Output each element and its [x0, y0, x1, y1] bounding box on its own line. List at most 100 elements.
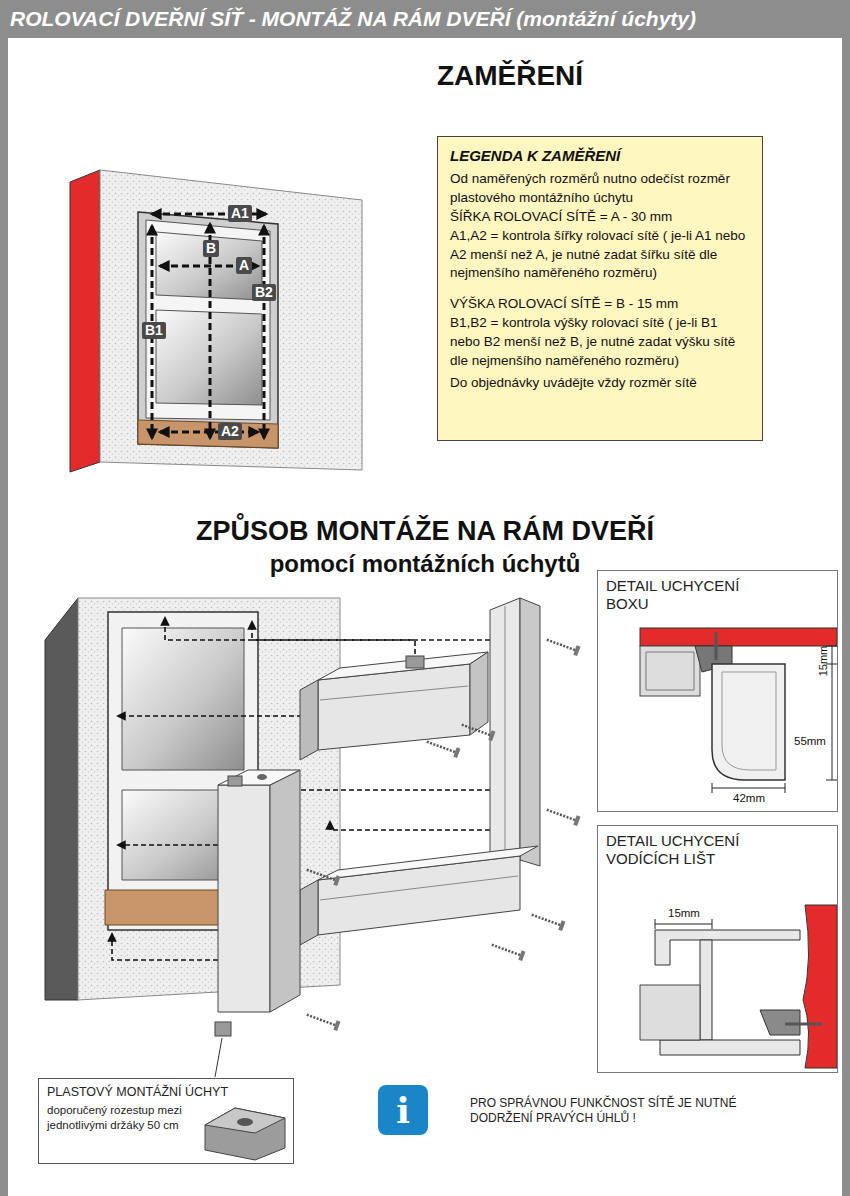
screw — [492, 945, 520, 955]
screw — [573, 815, 580, 826]
clip-drawing — [205, 1108, 285, 1160]
vertical-box — [218, 785, 270, 1012]
vertical-box — [215, 1022, 231, 1036]
clip-drawing — [205, 1108, 285, 1160]
guide-rail — [505, 606, 506, 866]
assembly-leader — [330, 822, 490, 830]
dimension-letter: A1 — [228, 205, 252, 222]
dimension-value: 15mm — [668, 907, 700, 919]
dimension-line — [785, 783, 786, 793]
bottom-rail — [318, 846, 538, 880]
screw — [488, 730, 495, 741]
clip-heading: PLASTOVÝ MONTÁŽNÍ ÚCHYT — [47, 1085, 285, 1099]
detail-heading: DETAIL UCHYCENÍ VODÍCÍCH LIŠT — [606, 832, 776, 868]
box-profile — [318, 652, 488, 680]
vertical-box — [257, 774, 267, 780]
legend-text: B1,B2 = kontrola výšky rolovací sítě ( j… — [450, 314, 750, 371]
wall-illustration — [100, 170, 362, 470]
detail-box: DETAIL UCHYCENÍ BOXU15mm55mm42mm — [597, 570, 838, 812]
rail-detail-drawing — [660, 1040, 800, 1055]
bottom-rail — [320, 876, 518, 900]
legend-heading: LEGENDA K ZAMĚŘENÍ — [450, 147, 750, 164]
legend-text: Do objednávky uvádějte vždy rozměr sítě — [450, 374, 750, 393]
legend-text: A1,A2 = kontrola šířky rolovací sítě ( j… — [450, 227, 750, 284]
screw — [460, 720, 495, 741]
box-detail-drawing — [640, 628, 837, 780]
box-detail-drawing — [722, 672, 776, 770]
dimension-line — [655, 919, 656, 929]
screw — [547, 640, 575, 650]
legend-text: ŠÍŘKA ROLOVACÍ SÍTĚ = A - 30 mm — [450, 208, 750, 227]
wall-illustration — [156, 232, 262, 300]
dimension-line — [832, 646, 833, 780]
legend-text: Od naměřených rozměrů nutno odečíst rozm… — [450, 170, 750, 208]
screw — [532, 915, 560, 925]
detail-box: DETAIL UCHYCENÍ VODÍCÍCH LIŠT 15mm — [597, 825, 838, 1073]
clip-text: doporučený rozestup mezi jednotlivými dr… — [47, 1103, 197, 1133]
assembly-leader — [112, 934, 218, 960]
dimension-letter: B1 — [142, 322, 166, 339]
wall-illustration — [122, 628, 244, 770]
screw — [305, 635, 580, 1031]
box-detail-drawing — [712, 664, 785, 780]
vertical-box — [215, 770, 300, 1036]
dimension-line — [712, 783, 713, 793]
wall-illustration — [146, 220, 270, 420]
dimension-line — [655, 919, 712, 929]
page-frame — [8, 38, 842, 1196]
screw — [558, 920, 565, 931]
screw — [307, 1015, 335, 1025]
info-icon: i — [378, 1085, 428, 1135]
dimension-line — [712, 919, 713, 929]
measure-arrow — [152, 214, 266, 438]
leader-line — [215, 1038, 222, 1077]
dimension-line — [712, 788, 785, 789]
screw — [545, 805, 580, 826]
section-heading: ZAMĚŘENÍ — [360, 60, 660, 92]
assembly-leader — [118, 715, 318, 717]
rail-detail-drawing — [803, 905, 837, 1068]
section-subheading: pomocí montážních úchytů — [0, 550, 850, 578]
screw — [573, 645, 580, 656]
guide-rail — [490, 598, 540, 872]
wall-illustration — [70, 170, 100, 472]
box-detail-drawing — [640, 628, 837, 646]
box-profile — [406, 656, 424, 668]
wall-illustration — [78, 598, 340, 1000]
vertical-box — [270, 770, 300, 1012]
screw — [307, 870, 335, 880]
dimension-line — [712, 646, 838, 793]
rail-detail-drawing — [655, 930, 800, 965]
screw — [427, 742, 455, 752]
detail-heading: DETAIL UCHYCENÍ BOXU — [606, 577, 776, 613]
clip-drawing — [205, 1108, 285, 1133]
guide-rail — [520, 598, 540, 866]
screw — [305, 1010, 340, 1031]
rail-detail-drawing — [640, 985, 700, 1040]
dimension-letter: A — [236, 257, 252, 274]
screw — [490, 940, 525, 961]
screw — [518, 950, 525, 961]
box-profile — [470, 652, 488, 735]
box-profile — [320, 686, 468, 700]
dimension-value: 42mm — [733, 792, 765, 804]
note-text: PRO SPRÁVNOU FUNKČNOST SÍTĚ JE NUTNÉ DOD… — [470, 1096, 780, 1126]
dimension-line — [826, 780, 838, 781]
clip-drawing — [237, 1118, 253, 1126]
icon-glyph: i — [396, 1090, 410, 1130]
rail-detail-drawing — [700, 940, 712, 1040]
box-detail-drawing — [715, 632, 718, 660]
screw — [547, 810, 575, 820]
screw — [545, 635, 580, 656]
box-profile — [300, 680, 318, 760]
vertical-box — [218, 770, 300, 785]
guide-rail — [490, 598, 520, 872]
rail-detail-drawing — [785, 1023, 822, 1026]
box-detail-drawing — [646, 652, 694, 690]
screw — [462, 725, 490, 735]
dimension-letter: B2 — [252, 284, 276, 301]
section-heading: ZPŮSOB MONTÁŽE NA RÁM DVEŘÍ — [0, 516, 850, 547]
